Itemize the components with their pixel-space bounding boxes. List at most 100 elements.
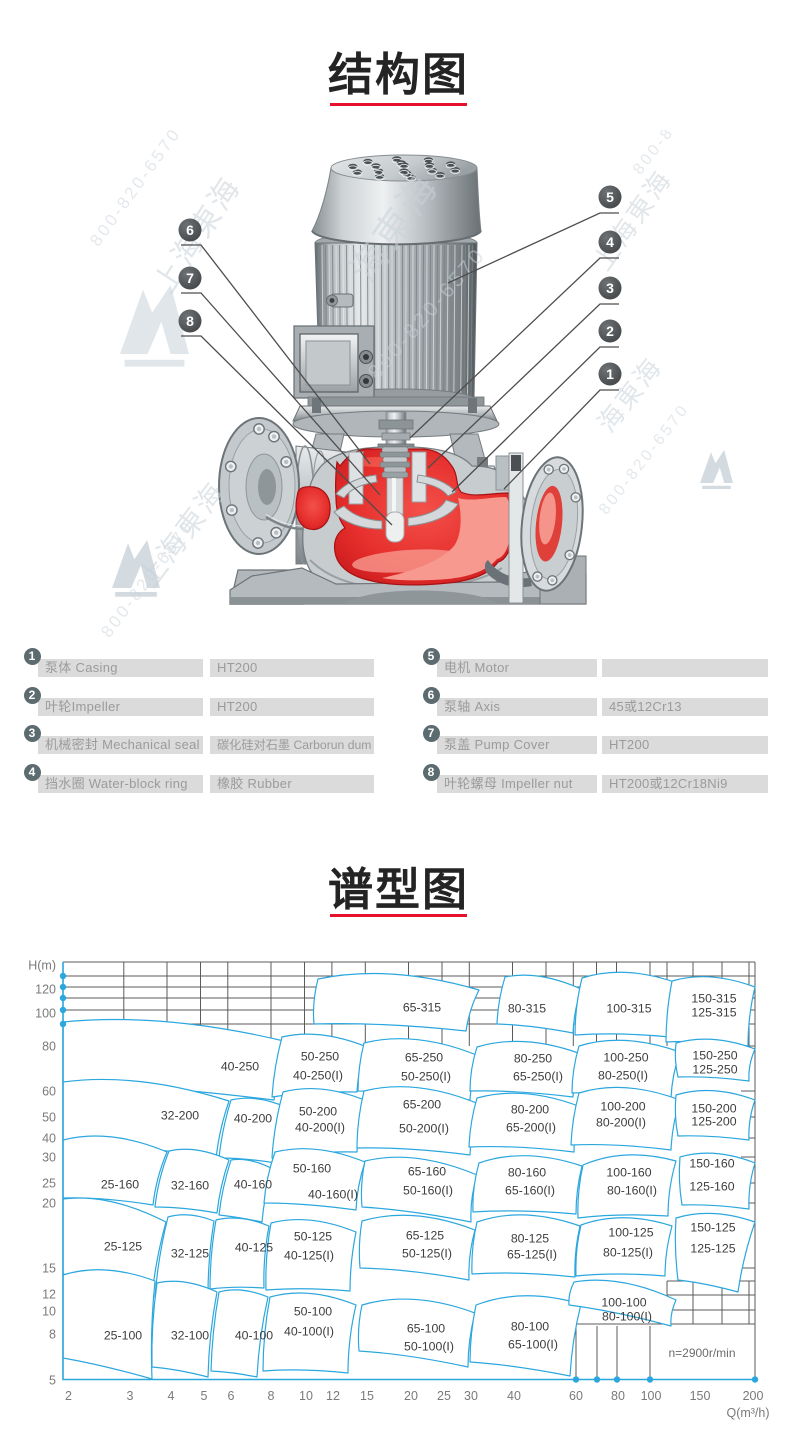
svg-text:50-125: 50-125 — [294, 1229, 332, 1243]
svg-text:50-160: 50-160 — [293, 1161, 331, 1175]
svg-text:800-820-6570: 800-820-6570 — [86, 130, 185, 250]
svg-text:40-200(I): 40-200(I) — [295, 1120, 345, 1134]
svg-text:125-125: 125-125 — [690, 1241, 735, 1255]
svg-text:800-820-6570: 800-820-6570 — [630, 130, 727, 178]
svg-text:80-250(I): 80-250(I) — [598, 1068, 648, 1082]
svg-text:60: 60 — [569, 1389, 583, 1403]
svg-text:100-200: 100-200 — [600, 1099, 645, 1113]
svg-text:80: 80 — [42, 1039, 56, 1053]
svg-text:65-250(I): 65-250(I) — [513, 1069, 563, 1083]
svg-text:65-315: 65-315 — [403, 1000, 441, 1014]
svg-text:150: 150 — [690, 1389, 711, 1403]
svg-text:32-125: 32-125 — [171, 1246, 209, 1260]
svg-text:40-250(I): 40-250(I) — [293, 1068, 343, 1082]
svg-text:65-125(I): 65-125(I) — [507, 1247, 557, 1261]
svg-text:50-200(I): 50-200(I) — [399, 1121, 449, 1135]
svg-text:80-100(I): 80-100(I) — [602, 1309, 652, 1323]
svg-text:4: 4 — [606, 234, 614, 250]
svg-text:60: 60 — [42, 1084, 56, 1098]
svg-text:H(m): H(m) — [28, 958, 56, 972]
svg-text:8: 8 — [186, 313, 194, 329]
svg-text:5: 5 — [49, 1373, 56, 1387]
svg-text:2: 2 — [606, 323, 614, 339]
svg-text:100: 100 — [35, 1006, 56, 1020]
svg-text:40: 40 — [507, 1389, 521, 1403]
svg-text:1: 1 — [606, 366, 614, 382]
svg-text:n=2900r/min: n=2900r/min — [668, 1346, 735, 1360]
svg-text:8: 8 — [49, 1327, 56, 1341]
svg-text:80-250: 80-250 — [514, 1051, 552, 1065]
svg-text:40: 40 — [42, 1131, 56, 1145]
svg-text:125-315: 125-315 — [691, 1005, 736, 1019]
svg-text:50-100: 50-100 — [294, 1304, 332, 1318]
svg-text:100: 100 — [641, 1389, 662, 1403]
svg-text:80-125(I): 80-125(I) — [603, 1245, 653, 1259]
svg-text:6: 6 — [228, 1389, 235, 1403]
svg-text:5: 5 — [606, 189, 614, 205]
svg-text:65-200: 65-200 — [403, 1097, 441, 1111]
svg-text:40-160(I): 40-160(I) — [308, 1187, 358, 1201]
svg-text:150-160: 150-160 — [689, 1156, 734, 1170]
svg-text:10: 10 — [42, 1304, 56, 1318]
svg-text:100-160: 100-160 — [606, 1165, 651, 1179]
svg-text:65-200(I): 65-200(I) — [506, 1120, 556, 1134]
svg-text:40-125: 40-125 — [235, 1240, 273, 1254]
svg-text:20: 20 — [404, 1389, 418, 1403]
svg-text:125-250: 125-250 — [692, 1062, 737, 1076]
svg-text:4: 4 — [168, 1389, 175, 1403]
svg-text:5: 5 — [201, 1389, 208, 1403]
svg-text:8: 8 — [268, 1389, 275, 1403]
svg-text:12: 12 — [42, 1287, 56, 1301]
svg-text:40-100(I): 40-100(I) — [284, 1324, 334, 1338]
svg-text:40-160: 40-160 — [234, 1177, 272, 1191]
svg-text:125-160: 125-160 — [689, 1179, 734, 1193]
svg-text:200: 200 — [743, 1389, 764, 1403]
svg-text:30: 30 — [42, 1150, 56, 1164]
svg-text:50-160(I): 50-160(I) — [403, 1183, 453, 1197]
svg-text:80-200: 80-200 — [511, 1102, 549, 1116]
svg-text:80-100: 80-100 — [511, 1319, 549, 1333]
svg-text:100-250: 100-250 — [603, 1050, 648, 1064]
svg-text:25: 25 — [42, 1176, 56, 1190]
svg-text:800-820-6570: 800-820-6570 — [97, 516, 198, 641]
svg-text:3: 3 — [127, 1389, 134, 1403]
svg-text:40-125(I): 40-125(I) — [284, 1248, 334, 1262]
svg-text:32-100: 32-100 — [171, 1328, 209, 1342]
svg-text:6: 6 — [186, 222, 194, 238]
svg-text:40-250: 40-250 — [221, 1059, 259, 1073]
svg-text:50: 50 — [42, 1110, 56, 1124]
svg-text:65-250: 65-250 — [405, 1050, 443, 1064]
svg-text:80-160(I): 80-160(I) — [607, 1183, 657, 1197]
svg-text:2: 2 — [65, 1389, 72, 1403]
svg-text:25-100: 25-100 — [104, 1328, 142, 1342]
svg-text:上海東海: 上海東海 — [587, 164, 678, 276]
svg-text:50-250(I): 50-250(I) — [401, 1069, 451, 1083]
svg-text:3: 3 — [606, 280, 614, 296]
svg-text:50-125(I): 50-125(I) — [402, 1246, 452, 1260]
svg-text:10: 10 — [299, 1389, 313, 1403]
svg-text:25-160: 25-160 — [101, 1177, 139, 1191]
svg-text:15: 15 — [42, 1261, 56, 1275]
svg-text:65-100(I): 65-100(I) — [508, 1337, 558, 1351]
svg-text:25: 25 — [437, 1389, 451, 1403]
svg-text:80-200(I): 80-200(I) — [596, 1115, 646, 1129]
svg-text:65-160: 65-160 — [408, 1164, 446, 1178]
svg-text:125-200: 125-200 — [691, 1114, 736, 1128]
svg-text:Q(m³/h): Q(m³/h) — [726, 1406, 769, 1420]
svg-text:32-160: 32-160 — [171, 1178, 209, 1192]
svg-text:80: 80 — [611, 1389, 625, 1403]
svg-text:80-315: 80-315 — [508, 1001, 546, 1015]
svg-text:15: 15 — [360, 1389, 374, 1403]
svg-text:40-100: 40-100 — [235, 1328, 273, 1342]
svg-text:150-200: 150-200 — [691, 1101, 736, 1115]
svg-text:100-315: 100-315 — [606, 1001, 651, 1015]
svg-text:80-160: 80-160 — [508, 1165, 546, 1179]
svg-text:65-125: 65-125 — [406, 1228, 444, 1242]
svg-text:100-125: 100-125 — [608, 1225, 653, 1239]
svg-text:120: 120 — [35, 982, 56, 996]
svg-text:65-160(I): 65-160(I) — [505, 1183, 555, 1197]
svg-text:150-125: 150-125 — [690, 1220, 735, 1234]
svg-text:7: 7 — [186, 270, 194, 286]
svg-text:20: 20 — [42, 1196, 56, 1210]
svg-text:32-200: 32-200 — [161, 1108, 199, 1122]
